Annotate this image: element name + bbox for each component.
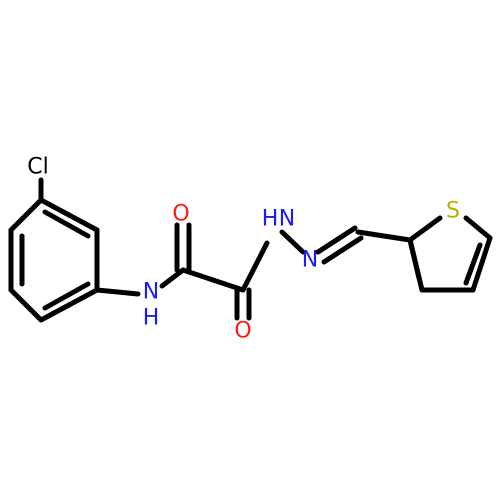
double-bond-imine <box>315 225 358 255</box>
atom-cl: Cl <box>27 155 48 180</box>
bond <box>407 215 443 243</box>
bond-n-n <box>279 229 306 255</box>
double-bond-inner <box>42 281 91 311</box>
bond <box>8 287 44 323</box>
bond <box>470 235 493 293</box>
atom-h-amide: H <box>143 306 160 331</box>
atom-n-hydrazide: N <box>279 207 295 232</box>
bond <box>8 197 44 233</box>
atom-n-amide: N <box>143 280 159 305</box>
chlorophenyl-ring <box>8 177 100 323</box>
thiophene-ring <box>407 215 493 293</box>
atom-s-thiophene: S <box>446 199 460 224</box>
double-bond-inner <box>407 237 422 281</box>
bond-nh-carbonyl <box>159 267 186 289</box>
double-bond-imine <box>321 235 364 265</box>
bond <box>463 215 493 241</box>
atom-o-amide: O <box>172 202 189 227</box>
atom-n-imine: N <box>302 248 318 273</box>
atom-h-hydrazide: H <box>262 207 279 232</box>
bond <box>38 287 100 323</box>
double-bond-inner <box>463 242 483 286</box>
bond-c-nh <box>240 240 270 293</box>
bond <box>38 197 100 233</box>
bond-ch-thiophene <box>355 229 413 243</box>
atom-o-hydrazide: O <box>234 319 251 344</box>
atom-labels: Cl N H O O N H N S <box>27 155 460 344</box>
double-bond-inner <box>42 209 91 239</box>
bond-oxalyl <box>180 267 246 293</box>
amide-chain <box>94 222 413 321</box>
bond-ring-nh <box>94 287 141 297</box>
